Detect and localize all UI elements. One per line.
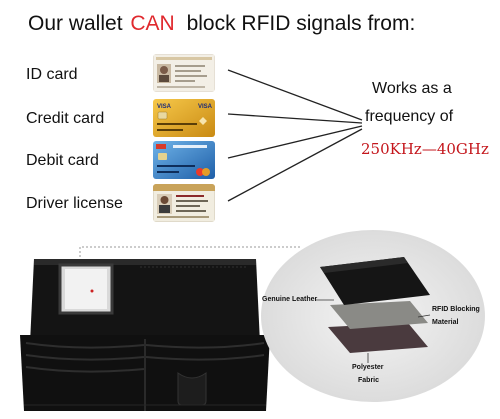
label-polyester-1: Polyester xyxy=(352,364,384,371)
card-label-id: ID card xyxy=(26,66,78,83)
id-card-image xyxy=(153,54,215,92)
material-layers-diagram xyxy=(258,227,488,405)
label-genuine-leather: Genuine Leather xyxy=(262,296,318,303)
label-rfid-blocking-1: RFID Blocking xyxy=(432,306,480,313)
card-label-driver: Driver license xyxy=(26,195,123,212)
card-label-credit: Credit card xyxy=(26,110,105,127)
headline-prefix: Our wallet xyxy=(28,12,123,35)
works-as-text: Works as a xyxy=(372,80,452,97)
driver-license-image xyxy=(153,184,215,222)
headline-emphasis: CAN xyxy=(130,12,175,35)
frequency-of-text: frequency of xyxy=(365,108,454,125)
debit-card-image xyxy=(153,141,215,179)
frequency-range: 250KHz—40GHz xyxy=(361,140,489,158)
headline: Our wallet CAN block RFID signals from: xyxy=(28,12,415,36)
svg-text:VISA: VISA xyxy=(198,104,213,110)
svg-text:VISA: VISA xyxy=(157,104,172,110)
headline-suffix: block RFID signals from: xyxy=(186,12,416,35)
wallet-image xyxy=(20,255,270,418)
card-label-debit: Debit card xyxy=(26,152,99,169)
credit-card-image: VISA VISA xyxy=(153,99,215,137)
label-rfid-blocking-2: Material xyxy=(432,319,459,326)
label-polyester-2: Fabric xyxy=(358,377,380,384)
